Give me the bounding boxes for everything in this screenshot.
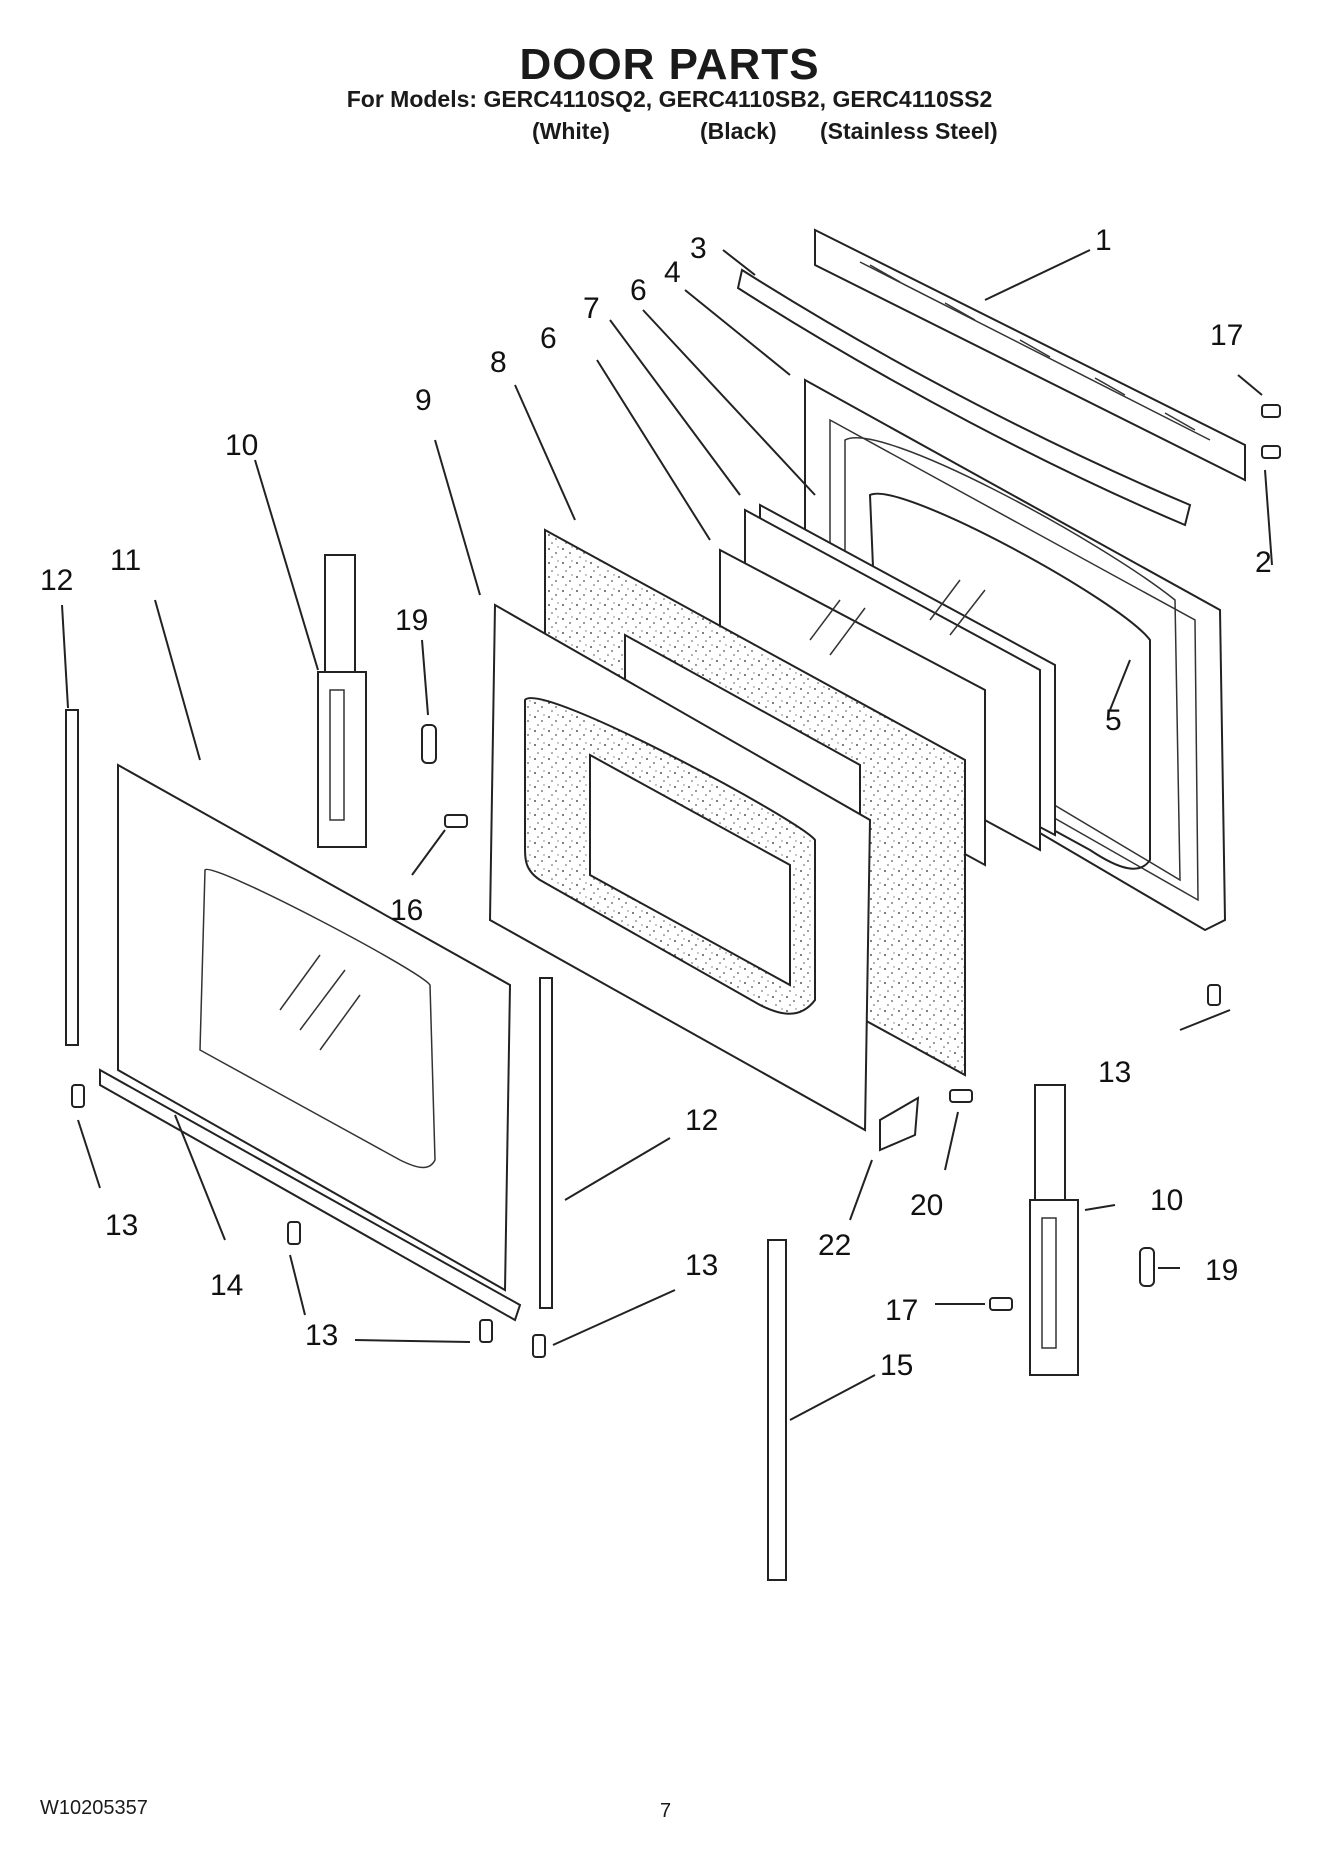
callout-17-top: 17 <box>1210 319 1243 352</box>
part-door-gasket <box>868 492 1151 870</box>
part-door-handle <box>736 268 1192 527</box>
part-door-liner <box>488 603 872 1132</box>
callout-10-right: 10 <box>1150 1184 1183 1217</box>
callout-7: 7 <box>583 292 600 325</box>
part-outer-door <box>117 763 512 1292</box>
part-screws <box>71 404 1281 1358</box>
leader-lines <box>61 249 1273 1421</box>
callout-19-right: 19 <box>1205 1254 1238 1287</box>
part-hinge-left <box>317 554 367 848</box>
callout-4: 4 <box>664 256 681 289</box>
part-support-bracket <box>767 1239 787 1581</box>
callout-11: 11 <box>110 544 141 577</box>
callout-6-a: 6 <box>630 274 647 307</box>
callout-16: 16 <box>390 894 423 927</box>
callout-10-left: 10 <box>225 429 258 462</box>
callout-9: 9 <box>415 384 432 417</box>
callout-19-left: 19 <box>395 604 428 637</box>
part-side-trim-left <box>65 709 79 1046</box>
model-list: For Models: GERC4110SQ2, GERC4110SB2, GE… <box>346 86 993 112</box>
part-vent-trim <box>814 228 1246 482</box>
callout-1: 1 <box>1095 224 1112 257</box>
callout-15: 15 <box>880 1349 913 1382</box>
callout-12-left: 12 <box>40 564 73 597</box>
callout-3: 3 <box>690 232 707 265</box>
callout-17-bottom: 17 <box>885 1294 918 1327</box>
part-hinge-right <box>1029 1084 1079 1376</box>
callout-14: 14 <box>210 1269 243 1302</box>
finish-white: (White) <box>532 118 610 144</box>
page-title: DOOR PARTS <box>519 40 820 89</box>
part-clip-left <box>421 724 437 764</box>
part-side-trim-right <box>539 977 553 1309</box>
callout-13-center: 13 <box>685 1249 718 1282</box>
document-id: W10205357 <box>40 1797 148 1819</box>
callout-22: 22 <box>818 1229 851 1262</box>
part-bottom-trim <box>99 1068 522 1322</box>
finish-stainless: (Stainless Steel) <box>820 118 998 144</box>
callout-5: 5 <box>1105 704 1122 737</box>
callout-20: 20 <box>910 1189 943 1222</box>
callout-13-right: 13 <box>1098 1056 1131 1089</box>
callout-13-left: 13 <box>105 1209 138 1242</box>
callout-6-b: 6 <box>540 322 557 355</box>
callout-12-right: 12 <box>685 1104 718 1137</box>
part-clip-right <box>1139 1247 1155 1287</box>
finish-black: (Black) <box>700 118 777 144</box>
callout-2: 2 <box>1255 546 1272 579</box>
page-number: 7 <box>660 1800 672 1822</box>
callout-8: 8 <box>490 346 507 379</box>
callout-13-bottom: 13 <box>305 1319 338 1352</box>
